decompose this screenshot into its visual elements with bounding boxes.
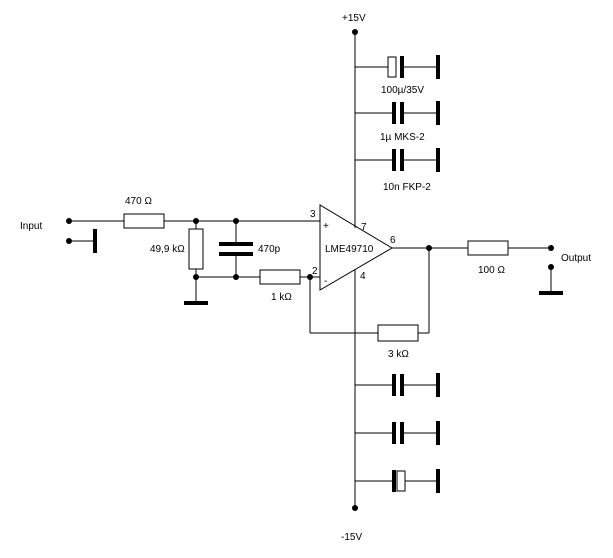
opamp-pin-6: 6	[390, 235, 396, 246]
output-label: Output	[561, 253, 591, 264]
input-resistor-label: 470 Ω	[125, 196, 152, 207]
input-port: Input	[20, 218, 97, 253]
output-terminal	[548, 245, 554, 251]
inverting-resistor-1k: 1 kΩ	[259, 269, 314, 303]
decoupling-capacitor-10n-label: 10n FKP-2	[383, 182, 431, 193]
positive-rail: +15V	[342, 13, 366, 228]
inverting-resistor-label: 1 kΩ	[271, 292, 292, 303]
junction-filter-bottom	[233, 274, 239, 280]
negative-rail: -15V	[341, 270, 362, 543]
opamp-pin-7: 7	[361, 222, 367, 233]
decoupling-capacitor-100u: 100µ/35V	[355, 55, 440, 96]
decoupling-capacitor-100u-label: 100µ/35V	[381, 85, 424, 96]
opamp-pin-3: 3	[310, 209, 316, 220]
input-label: Input	[20, 221, 42, 232]
opamp-minus-sign: -	[324, 276, 327, 287]
ground-return	[184, 274, 260, 305]
filter-capacitor-label: 470p	[258, 244, 281, 255]
opamp-plus-sign: +	[323, 221, 329, 232]
decoupling-capacitor-negative-3	[355, 469, 440, 493]
filter-capacitor-470p: 470p	[219, 221, 281, 277]
decoupling-capacitor-1u-label: 1µ MKS-2	[380, 132, 425, 143]
negative-rail-label: -15V	[341, 532, 362, 543]
negative-rail-terminal	[352, 505, 358, 511]
decoupling-capacitor-negative-1	[355, 373, 440, 397]
decoupling-capacitor-negative-2	[355, 421, 440, 445]
output-resistor-100: 100 Ω	[392, 240, 551, 276]
input-resistor-470: 470 Ω	[69, 196, 314, 229]
shunt-resistor-label: 49,9 kΩ	[150, 244, 185, 255]
output-port: Output	[539, 245, 591, 295]
shunt-resistor-49k9: 49,9 kΩ	[150, 221, 204, 277]
positive-rail-label: +15V	[342, 13, 366, 24]
decoupling-capacitor-1u: 1µ MKS-2	[355, 101, 440, 143]
opamp-name: LME49710	[325, 244, 374, 255]
opamp-pin-4: 4	[360, 271, 366, 282]
opamp-pin-2: 2	[312, 266, 318, 277]
opamp: 3 2 + - 7 4 6 LME49710	[310, 204, 396, 291]
output-resistor-label: 100 Ω	[478, 265, 505, 276]
feedback-resistor-3k: 3 kΩ	[309, 248, 430, 360]
junction-output	[426, 245, 432, 251]
decoupling-capacitor-10n: 10n FKP-2	[355, 148, 440, 193]
feedback-resistor-label: 3 kΩ	[388, 349, 409, 360]
